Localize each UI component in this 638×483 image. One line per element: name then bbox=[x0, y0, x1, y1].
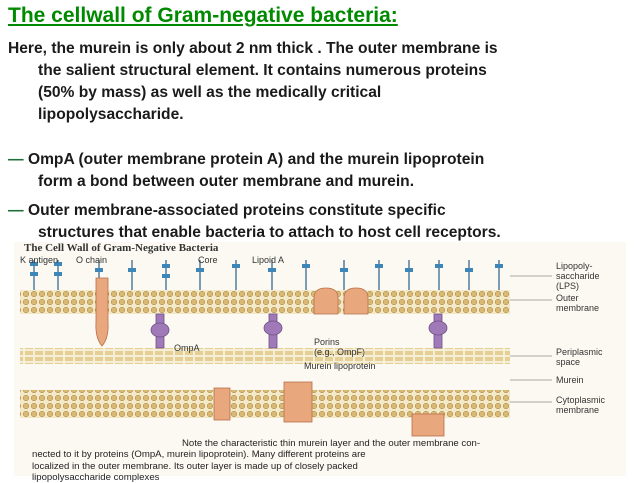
label-murein-lipoprotein: Murein lipoprotein bbox=[304, 361, 376, 371]
label-porins-2: (e.g., OmpF) bbox=[314, 347, 366, 357]
porin-protein bbox=[313, 287, 339, 315]
text-line: the salient structural element. It conta… bbox=[38, 62, 487, 79]
membrane-protein bbox=[213, 381, 445, 437]
cell-wall-figure: The Cell Wall of Gram-Negative Bacteria … bbox=[14, 242, 626, 483]
outer-membrane bbox=[20, 290, 510, 314]
paragraph-outer-membrane-proteins: — Outer membrane-associated proteins con… bbox=[8, 200, 630, 244]
paragraph-ompa: — OmpA (outer membrane protein A) and th… bbox=[8, 149, 630, 193]
label-cyto-1: Cytoplasmic bbox=[556, 395, 606, 405]
text-line: structures that enable bacteria to attac… bbox=[38, 224, 501, 241]
bullet-dash: — bbox=[8, 151, 24, 168]
label-peri-2: space bbox=[556, 357, 581, 367]
murein-lipoprotein bbox=[150, 313, 448, 349]
cell-wall-diagram bbox=[20, 260, 552, 437]
slide-title: The cellwall of Gram-negative bacteria: bbox=[8, 4, 398, 27]
text-line: OmpA (outer membrane protein A) and the … bbox=[27, 151, 485, 168]
figure-title: The Cell Wall of Gram-Negative Bacteria bbox=[24, 242, 219, 254]
label-cyto-2: membrane bbox=[556, 405, 600, 415]
label-o-chain: O chain bbox=[76, 255, 108, 265]
text-line: (50% by mass) as well as the medically c… bbox=[38, 84, 382, 101]
cytoplasmic-membrane bbox=[20, 390, 510, 418]
ompa-protein bbox=[95, 277, 109, 347]
label-peri-1: Periplasmic bbox=[556, 347, 603, 357]
label-lps-3: (LPS) bbox=[556, 281, 580, 291]
caption-line: Note the characteristic thin murein laye… bbox=[182, 438, 481, 449]
label-murein: Murein bbox=[556, 375, 584, 385]
label-lipoid-a: Lipoid A bbox=[252, 255, 285, 265]
murein-layer bbox=[20, 348, 510, 364]
text-line: lipopolysaccharide. bbox=[38, 106, 184, 123]
caption-line: localized in the outer membrane. Its out… bbox=[32, 460, 358, 472]
caption-line: lipopolysaccharide complexes bbox=[32, 471, 160, 483]
caption-line: nected to it by proteins (OmpA, murein l… bbox=[32, 449, 366, 461]
label-outer-2: membrane bbox=[556, 303, 600, 313]
label-outer-1: Outer bbox=[556, 293, 579, 303]
paragraph-murein: Here, the murein is only about 2 nm thic… bbox=[8, 38, 630, 126]
label-core: Core bbox=[198, 255, 218, 265]
label-lps-2: saccharide bbox=[556, 271, 600, 281]
bullet-dash: — bbox=[8, 202, 24, 219]
text-line: Here, the murein is only about 2 nm thic… bbox=[8, 40, 498, 57]
text-line: Outer membrane-associated proteins const… bbox=[27, 202, 446, 219]
figure-caption: Note the characteristic thin murein laye… bbox=[32, 438, 617, 483]
lps-chains bbox=[30, 260, 503, 290]
label-porins-1: Porins bbox=[314, 337, 340, 347]
text-line: form a bond between outer membrane and m… bbox=[38, 173, 415, 190]
label-lps-1: Lipopoly- bbox=[556, 261, 593, 271]
porin-protein bbox=[343, 287, 369, 315]
label-k-antigen: K antigen bbox=[20, 255, 59, 265]
label-ompa: OmpA bbox=[174, 343, 200, 353]
